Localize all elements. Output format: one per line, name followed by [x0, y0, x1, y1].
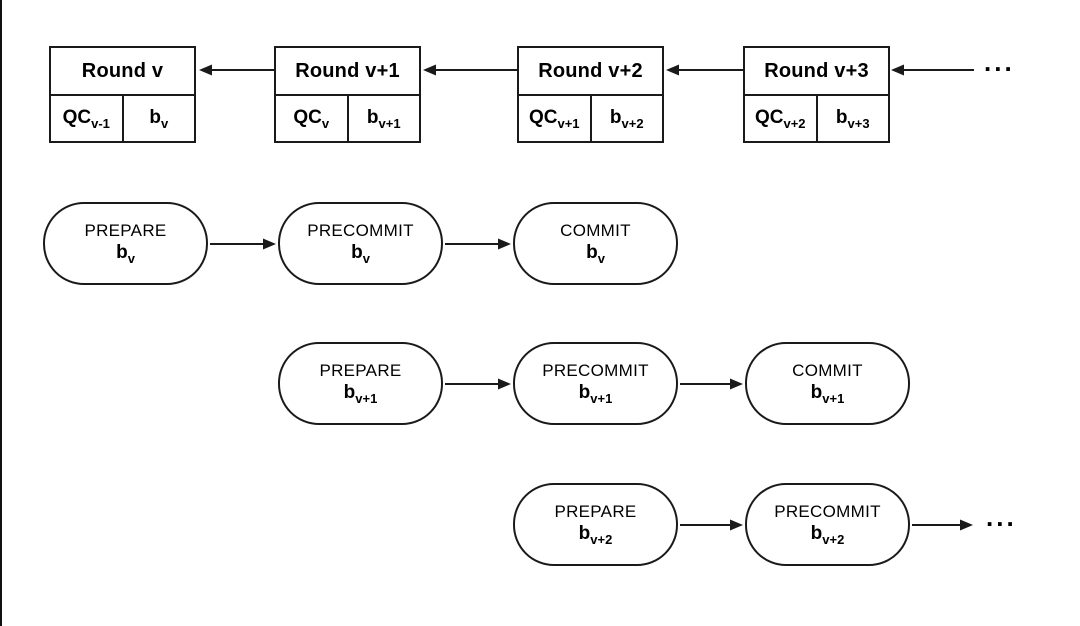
block-label-sub: v+2: [590, 532, 613, 547]
qc-label-base: QC: [62, 106, 92, 128]
arrow-ellipsis-to-round-v3: [891, 64, 974, 76]
block-label: bv: [149, 107, 168, 131]
phase-pill-prepare-v: PREPARE bv: [43, 202, 208, 285]
phase-label: PREPARE: [554, 502, 637, 521]
phase-label: COMMIT: [560, 221, 631, 240]
arrow-round-v2-to-v1: [423, 64, 517, 76]
qc-label-base: QC: [293, 106, 322, 128]
block-cell: bv+3: [815, 96, 889, 141]
qc-cell: QCv+1: [519, 96, 590, 141]
block-label-base: b: [578, 382, 591, 403]
qc-label-sub: v: [321, 115, 330, 131]
chain-ellipsis: ...: [984, 47, 1015, 77]
block-label: bv+1: [367, 107, 401, 131]
block-label: bv+3: [836, 107, 870, 131]
block-label-base: b: [810, 523, 823, 544]
arrow-precommit-to-commit-v1: [680, 378, 743, 390]
qc-label: QCv+1: [529, 107, 580, 131]
arrow-precommit-to-commit-v: [445, 238, 511, 250]
phase-block-label: bv: [116, 242, 135, 266]
round-box-v: Round v QCv-1 bv: [49, 46, 196, 143]
block-label-base: b: [578, 523, 591, 544]
phase-block-label: bv+2: [579, 523, 613, 547]
qc-cell: QCv+2: [745, 96, 816, 141]
qc-label: QCv-1: [63, 107, 110, 131]
block-label-base: b: [351, 242, 363, 263]
phase-pill-prepare-v2: PREPARE bv+2: [513, 483, 678, 566]
block-cell: bv: [121, 96, 195, 141]
round-cells: QCv-1 bv: [51, 96, 194, 141]
qc-label-sub: v+2: [783, 115, 806, 131]
phase-pill-commit-v1: COMMIT bv+1: [745, 342, 910, 425]
block-label: bv+2: [610, 107, 644, 131]
block-label-sub: v+1: [378, 115, 401, 131]
round-title: Round v+2: [519, 48, 662, 96]
block-cell: bv+1: [346, 96, 420, 141]
phase-pill-precommit-v2: PRECOMMIT bv+2: [745, 483, 910, 566]
phase-block-label: bv+1: [579, 382, 613, 406]
block-label-sub: v: [127, 251, 135, 266]
block-label-base: b: [586, 242, 598, 263]
block-cell: bv+2: [589, 96, 663, 141]
block-label-base: b: [609, 106, 622, 128]
block-label-sub: v: [597, 251, 605, 266]
block-label-sub: v: [362, 251, 370, 266]
round-box-v1: Round v+1 QCv bv+1: [274, 46, 421, 143]
block-label-base: b: [116, 242, 128, 263]
qc-label: QCv: [293, 107, 329, 131]
block-label-base: b: [366, 106, 379, 128]
arrow-prepare-to-precommit-v2: [680, 519, 743, 531]
block-label-base: b: [149, 106, 161, 128]
phase-ellipsis: ...: [986, 502, 1017, 532]
block-label-base: b: [810, 382, 823, 403]
phase-pill-precommit-v: PRECOMMIT bv: [278, 202, 443, 285]
arrow-prepare-to-precommit-v: [210, 238, 276, 250]
phase-block-label: bv+2: [811, 523, 845, 547]
phase-label: PRECOMMIT: [307, 221, 414, 240]
phase-block-label: bv+1: [344, 382, 378, 406]
arrow-prepare-to-precommit-v1: [445, 378, 511, 390]
qc-label: QCv+2: [755, 107, 806, 131]
arrow-round-v1-to-v: [199, 64, 274, 76]
arrow-round-v3-to-v2: [666, 64, 743, 76]
round-title: Round v+1: [276, 48, 419, 96]
block-label-sub: v: [160, 115, 169, 131]
block-label-base: b: [343, 382, 356, 403]
phase-block-label: bv+1: [811, 382, 845, 406]
round-cells: QCv+2 bv+3: [745, 96, 888, 141]
round-cells: QCv bv+1: [276, 96, 419, 141]
qc-label-base: QC: [528, 106, 558, 128]
block-label-sub: v+1: [355, 391, 378, 406]
qc-cell: QCv: [276, 96, 347, 141]
block-label-sub: v+2: [822, 532, 845, 547]
phase-pill-prepare-v1: PREPARE bv+1: [278, 342, 443, 425]
round-title: Round v+3: [745, 48, 888, 96]
phase-label: PRECOMMIT: [542, 361, 649, 380]
phase-pill-commit-v: COMMIT bv: [513, 202, 678, 285]
window-edge-line: [0, 0, 2, 626]
round-box-v2: Round v+2 QCv+1 bv+2: [517, 46, 664, 143]
round-cells: QCv+1 bv+2: [519, 96, 662, 141]
block-label-sub: v+2: [621, 115, 644, 131]
block-label-sub: v+1: [822, 391, 845, 406]
phase-label: COMMIT: [792, 361, 863, 380]
phase-label: PREPARE: [84, 221, 167, 240]
block-label-sub: v+1: [590, 391, 613, 406]
qc-label-base: QC: [754, 106, 784, 128]
qc-label-sub: v-1: [91, 115, 110, 131]
phase-label: PRECOMMIT: [774, 502, 881, 521]
qc-label-sub: v+1: [557, 115, 580, 131]
phase-block-label: bv: [586, 242, 605, 266]
round-title: Round v: [51, 48, 194, 96]
arrow-precommit-v2-to-ellipsis: [912, 519, 973, 531]
block-label-sub: v+3: [847, 115, 870, 131]
round-box-v3: Round v+3 QCv+2 bv+3: [743, 46, 890, 143]
phase-block-label: bv: [351, 242, 370, 266]
phase-pill-precommit-v1: PRECOMMIT bv+1: [513, 342, 678, 425]
block-label-base: b: [835, 106, 848, 128]
qc-cell: QCv-1: [51, 96, 122, 141]
phase-label: PREPARE: [319, 361, 402, 380]
